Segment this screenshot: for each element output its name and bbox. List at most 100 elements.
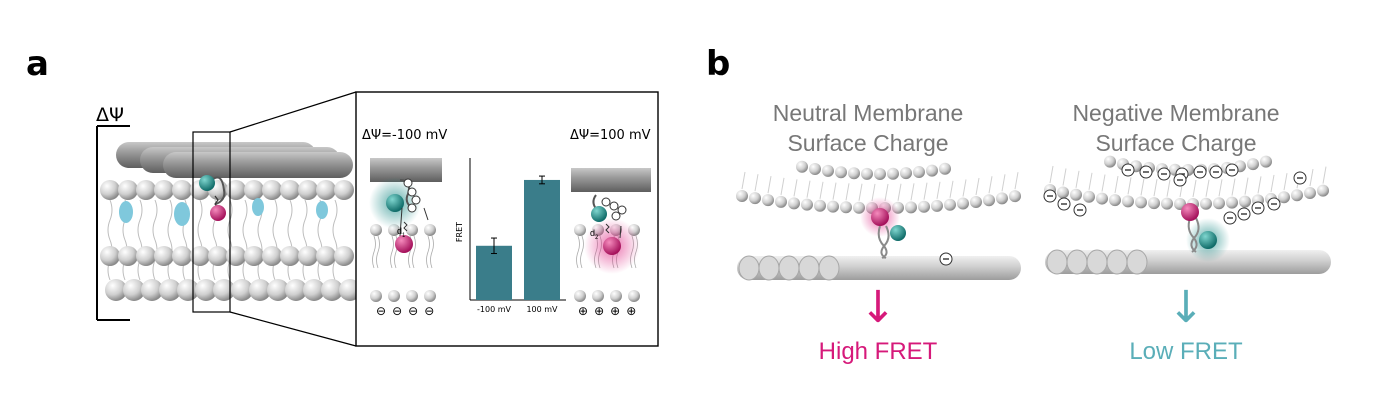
lipid-head	[1213, 197, 1225, 210]
neutral-probe	[871, 208, 906, 259]
lipid-head	[172, 180, 192, 200]
zoom-indicator	[192, 91, 357, 347]
lipid-tail	[975, 177, 980, 196]
lipid-tail	[832, 182, 837, 200]
lipid-tail	[962, 179, 967, 197]
lipid-head	[267, 279, 289, 301]
lipid-tail	[1192, 179, 1197, 198]
lipid-head	[574, 290, 586, 302]
lipid-head	[424, 290, 436, 302]
lipid-head	[262, 180, 282, 200]
lipid-head	[388, 290, 400, 302]
chart-bar	[476, 245, 512, 300]
lipid-tail	[767, 176, 772, 194]
lipid-head	[1317, 184, 1329, 197]
lipid-head	[1135, 196, 1147, 209]
lipid-tail	[1114, 175, 1119, 194]
lipid-head	[1200, 197, 1212, 210]
lipid-head	[628, 290, 640, 302]
high-fret-label: High FRET	[818, 338, 938, 365]
lipid-tail	[1140, 178, 1145, 196]
lipid-tail	[988, 176, 993, 194]
lipid-head	[195, 279, 217, 301]
lipid-tail	[754, 174, 759, 192]
chart-y-label: FRET	[455, 222, 464, 242]
distance-label-2: d2	[590, 228, 599, 241]
panel-b-letter: b	[706, 44, 731, 84]
low-fret-arrow: ↓	[1167, 282, 1205, 333]
lipid-head	[334, 180, 354, 200]
lipid-head	[887, 167, 899, 180]
panel-a-letter: a	[26, 44, 49, 84]
lipid-tail	[1257, 176, 1262, 194]
membrane-protein-blue	[119, 198, 328, 226]
lipid-head	[334, 246, 354, 266]
lipid-tail	[949, 180, 954, 198]
high-fret-arrow: ↓	[859, 282, 897, 333]
lipid-tail	[1270, 174, 1275, 193]
lipid-head	[370, 290, 382, 302]
lipid-tail	[1153, 179, 1158, 197]
lipid-head	[957, 197, 969, 210]
lipid-head	[316, 246, 336, 266]
neutral-title-line1: Neutral Membrane	[772, 100, 964, 126]
lipid-head	[944, 198, 956, 211]
lipid-tail	[819, 181, 824, 199]
lipid-tail	[858, 183, 863, 201]
lipid-head	[172, 246, 192, 266]
lipid-head	[1104, 155, 1116, 168]
lipid-tail	[1075, 170, 1080, 188]
cytoskeleton-rods	[116, 142, 353, 178]
lipid-head	[900, 167, 912, 180]
negative-rod	[1045, 249, 1331, 275]
lipid-head	[1291, 189, 1303, 202]
lipid-head	[1148, 197, 1160, 210]
neutral-title: Neutral Membrane Surface Charge	[718, 98, 1018, 158]
lipid-head	[262, 246, 282, 266]
lipid-head	[303, 279, 325, 301]
lipid-tail	[1322, 166, 1327, 184]
lipid-head	[861, 167, 873, 180]
lipid-tail	[1001, 174, 1006, 192]
probe-membrane	[199, 175, 226, 221]
lipid-tail	[426, 235, 434, 269]
lipid-head	[970, 195, 982, 208]
lipid-tail	[576, 235, 584, 269]
lipid-tail	[780, 177, 785, 195]
lipid-head	[827, 200, 839, 213]
lipid-head	[249, 279, 271, 301]
lipid-head	[100, 246, 120, 266]
lipid-head	[321, 279, 343, 301]
lipid-head	[775, 195, 787, 208]
neutral-title-line2: Surface Charge	[787, 130, 949, 156]
lipid-head	[226, 180, 246, 200]
lipid-tail	[372, 235, 380, 269]
lipid-tail	[1127, 177, 1132, 195]
lipid-tail	[1014, 172, 1019, 190]
lipid-head	[822, 164, 834, 177]
chart-bar	[524, 179, 560, 300]
lipid-tail	[1205, 179, 1210, 197]
neutral-curved-membrane	[736, 160, 1021, 214]
lipid-head	[190, 246, 210, 266]
lipid-head	[406, 290, 418, 302]
lipid-head	[835, 166, 847, 179]
lipid-tail	[1088, 172, 1093, 190]
lipid-tail	[1166, 179, 1171, 197]
lipid-head	[1278, 191, 1290, 204]
lipid-head	[244, 180, 264, 200]
lipid-head	[1070, 188, 1082, 201]
lipid-head	[939, 162, 951, 175]
lipid-head	[796, 160, 808, 173]
lipid-head	[298, 180, 318, 200]
neutral-rod-charge	[939, 252, 953, 266]
lipid-head	[874, 167, 886, 180]
lipid-head	[1226, 196, 1238, 209]
lipid-head	[406, 224, 418, 236]
lipid-head	[996, 192, 1008, 205]
lipid-tail	[936, 181, 941, 199]
negative-title-line2: Surface Charge	[1095, 130, 1257, 156]
lipid-tail	[1101, 174, 1106, 192]
